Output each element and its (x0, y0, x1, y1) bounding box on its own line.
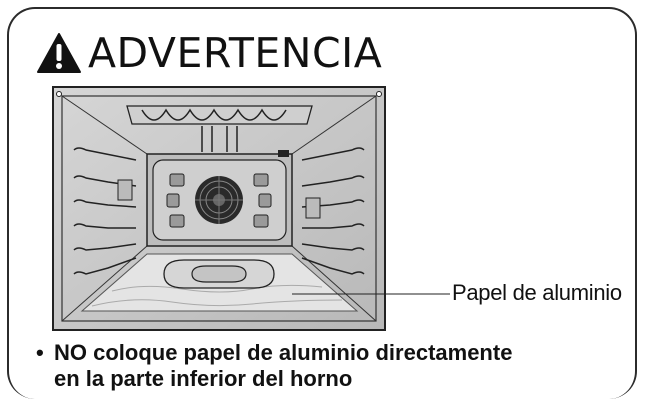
oven-interior-illustration (52, 86, 386, 331)
note-item: • NO coloque papel de aluminio directame… (36, 340, 512, 392)
callout-leader-line (386, 293, 450, 295)
note-line-1: NO coloque papel de aluminio directament… (54, 340, 513, 365)
bullet-glyph: • (36, 340, 44, 365)
warning-notes: • NO coloque papel de aluminio directame… (36, 340, 512, 392)
aluminum-foil-label: Papel de aluminio (452, 280, 622, 305)
warning-header: ADVERTENCIA (36, 28, 382, 78)
warning-triangle-icon (37, 33, 81, 73)
warning-title: ADVERTENCIA (88, 28, 383, 77)
note-line-2: en la parte inferior del horno (54, 366, 353, 391)
